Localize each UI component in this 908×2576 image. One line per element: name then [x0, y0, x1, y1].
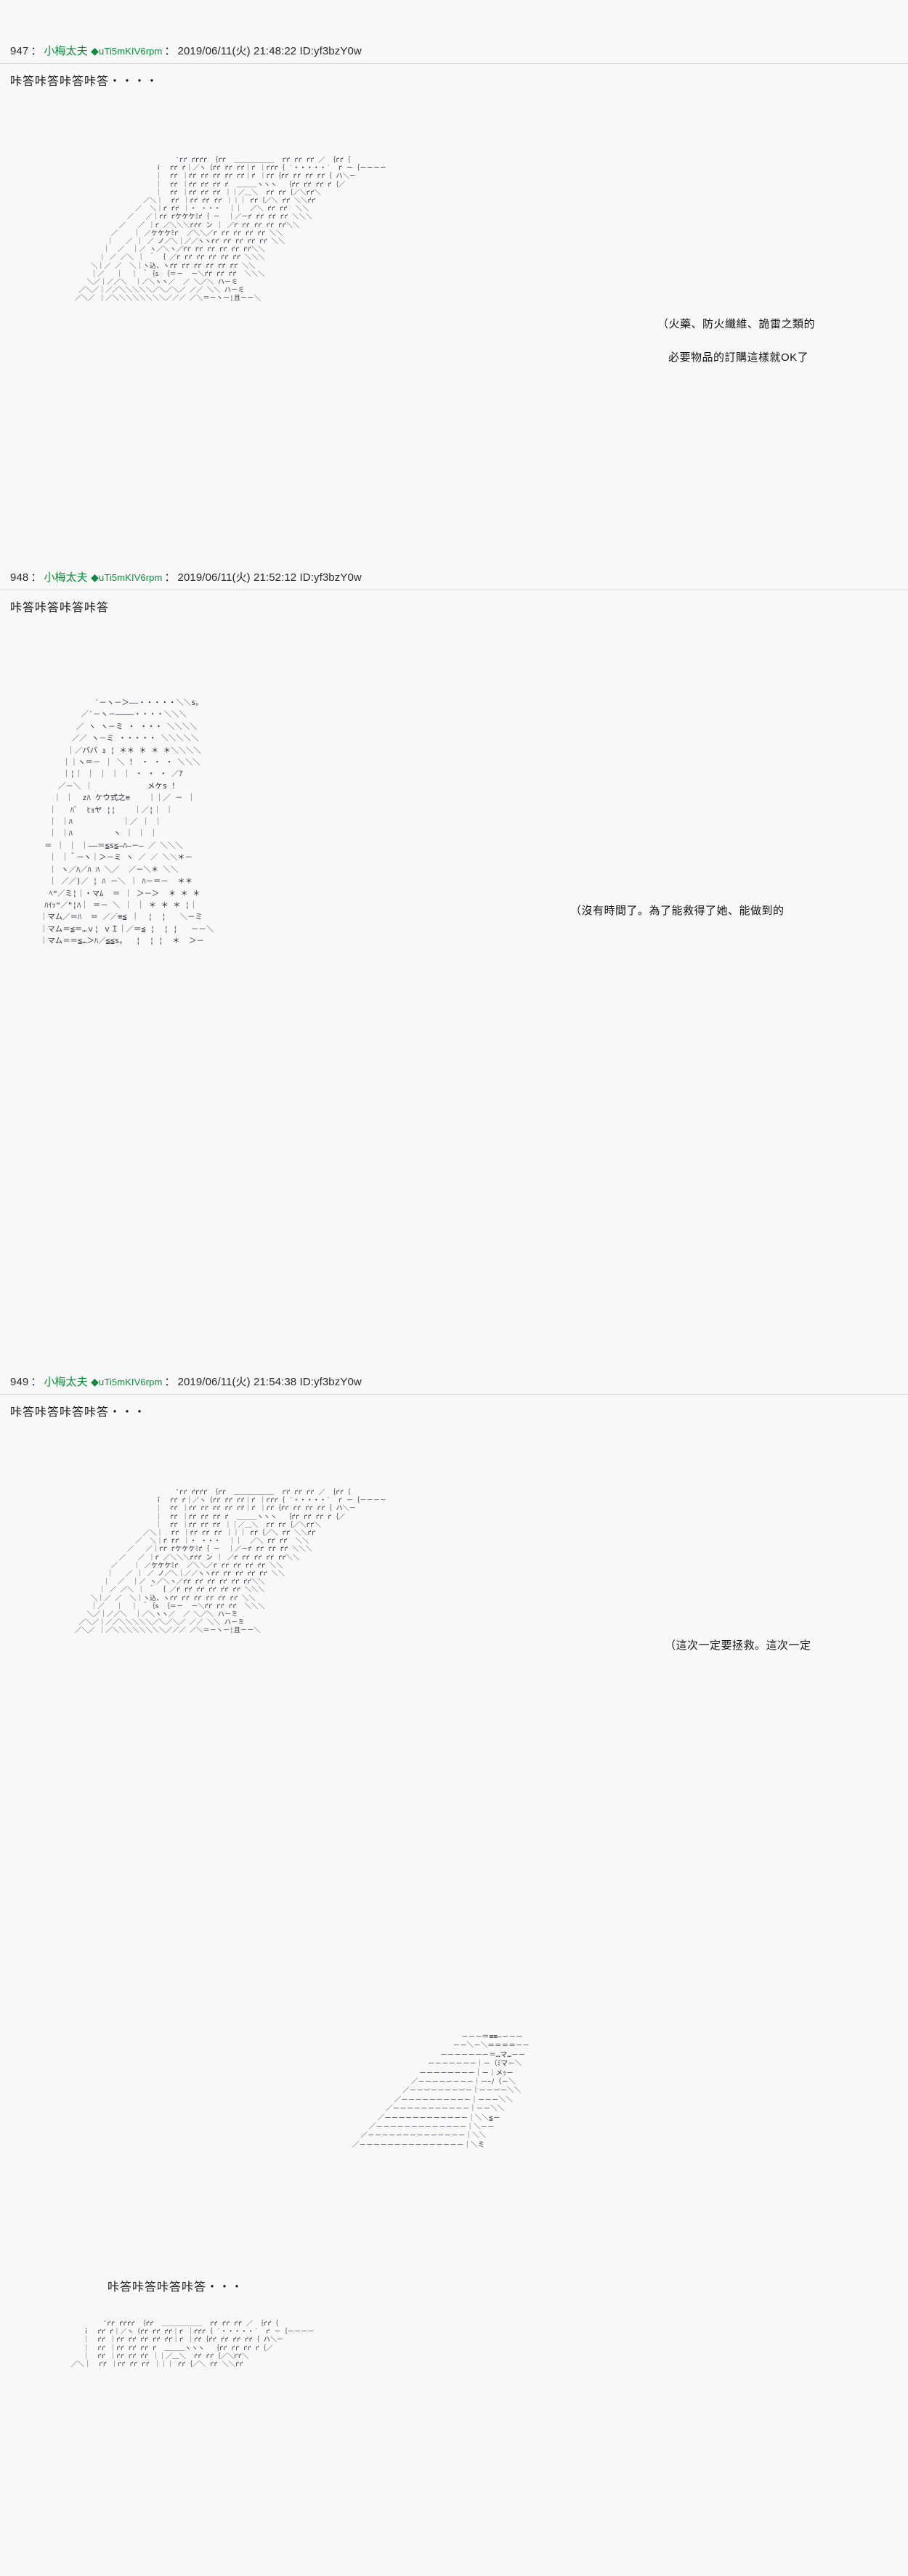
ascii-art-949-bottom: ʹґґ ґґґґ ｛ґґ ＿＿＿＿＿＿ ґґ ґґ ґґ ／ ｛ґґ｛ ｉ ґґ… [70, 2320, 315, 2369]
post-date: 2019/06/11(火) 21:52:12 [177, 571, 297, 584]
sfx-text: 咔答咔答咔答咔答・・・ [10, 1406, 147, 1419]
post-number: 949 [10, 1376, 29, 1388]
tripcode-diamond-icon: ◆ [91, 571, 99, 583]
post-id: ID:yf3bzY0w [299, 45, 362, 57]
ascii-art-949: ʹґґ ґґґґ ｛ґґ ＿＿＿＿＿＿ ґґ ґґ ґґ ／ ｛ґґ｛ ｉ ґґ… [74, 1488, 386, 1635]
header-separator: ： [31, 45, 42, 57]
post-id: ID:yf3bzY0w [299, 571, 362, 584]
header-separator-2: ： [164, 45, 176, 57]
dialogue-text: （沒有時間了。為了能救得了她、能做到的 [570, 905, 785, 917]
ascii-art-947: ʹґґ ґґґґ ｛ґґ ＿＿＿＿＿＿ ґґ ґґ ґґ ／ ｛ґґ｛ ｉ ґґ… [74, 156, 386, 303]
ascii-art-948: ˊ－ヽ－＞――・・・・・＼＼s。 ／ˊ－ヽ－――――・・・・＼＼＼ ／ ヽ ヽ－… [40, 698, 214, 946]
post-header: 947：小梅太夫 ◆uTi5mKIV6rpm：2019/06/11(火) 21:… [0, 44, 908, 59]
post-header: 948：小梅太夫 ◆uTi5mKIV6rpm：2019/06/11(火) 21:… [0, 570, 908, 585]
post-947: 947：小梅太夫 ◆uTi5mKIV6rpm：2019/06/11(火) 21:… [0, 44, 908, 94]
post-body: 咔答咔答咔答咔答・・・・ [0, 64, 908, 90]
post-header: 949：小梅太夫 ◆uTi5mKIV6rpm：2019/06/11(火) 21:… [0, 1374, 908, 1390]
dialogue-948-line1: （沒有時間了。為了能救得了她、能做到的 [570, 900, 785, 922]
post-date: 2019/06/11(火) 21:54:38 [177, 1376, 297, 1388]
post-id: ID:yf3bzY0w [299, 1376, 362, 1388]
tripcode-diamond-icon: ◆ [91, 45, 99, 57]
dialogue-text: （這次一定要拯救。這次一定 [665, 1639, 811, 1652]
sfx-text: 咔答咔答咔答咔答・・・・ [10, 76, 159, 88]
post-tripcode: uTi5mKIV6rpm [99, 46, 163, 57]
header-separator: ： [31, 571, 42, 584]
header-separator-2: ： [164, 571, 176, 584]
sfx-text: 咔答咔答咔答咔答 [10, 602, 110, 614]
post-body: 咔答咔答咔答咔答 [0, 590, 908, 616]
sfx-text-bottom: 咔答咔答咔答咔答・・・ [108, 2280, 243, 2296]
post-author-name[interactable]: 小梅太夫 [44, 571, 88, 584]
post-number: 947 [10, 45, 29, 57]
post-body: 咔答咔答咔答咔答・・・ [0, 1395, 908, 1421]
post-author-name[interactable]: 小梅太夫 [44, 1376, 88, 1388]
post-tripcode: uTi5mKIV6rpm [99, 1377, 163, 1387]
post-number: 948 [10, 571, 29, 584]
dialogue-text: （火藥、防火纖維、詭雷之類的 [657, 318, 816, 330]
dialogue-text: 必要物品的訂購這樣就OK了 [668, 351, 809, 364]
post-divider [0, 1394, 908, 1395]
post-divider [0, 63, 908, 64]
post-date: 2019/06/11(火) 21:48:22 [177, 45, 297, 57]
post-tripcode: uTi5mKIV6rpm [99, 572, 163, 583]
post-948: 948：小梅太夫 ◆uTi5mKIV6rpm：2019/06/11(火) 21:… [0, 570, 908, 621]
tripcode-diamond-icon: ◆ [91, 1376, 99, 1387]
dialogue-947-line1: （火藥、防火纖維、詭雷之類的 [657, 314, 815, 335]
sfx-bottom-label: 咔答咔答咔答咔答・・・ [108, 2281, 244, 2294]
dialogue-949-line1: （這次一定要拯救。這次一定 [665, 1635, 811, 1657]
dialogue-947-line2: 必要物品的訂購這樣就OK了 [668, 347, 808, 369]
header-separator: ： [31, 1376, 42, 1388]
header-separator-2: ： [164, 1376, 176, 1388]
ascii-art-949-secondary: －－－＝≡≡―－－－ －－＼－＼＝＝＝＝－－ －－－－－－－＝…マ…－－ －－－… [352, 2033, 530, 2149]
post-949: 949：小梅太夫 ◆uTi5mKIV6rpm：2019/06/11(火) 21:… [0, 1374, 908, 1425]
post-author-name[interactable]: 小梅太夫 [44, 45, 88, 57]
